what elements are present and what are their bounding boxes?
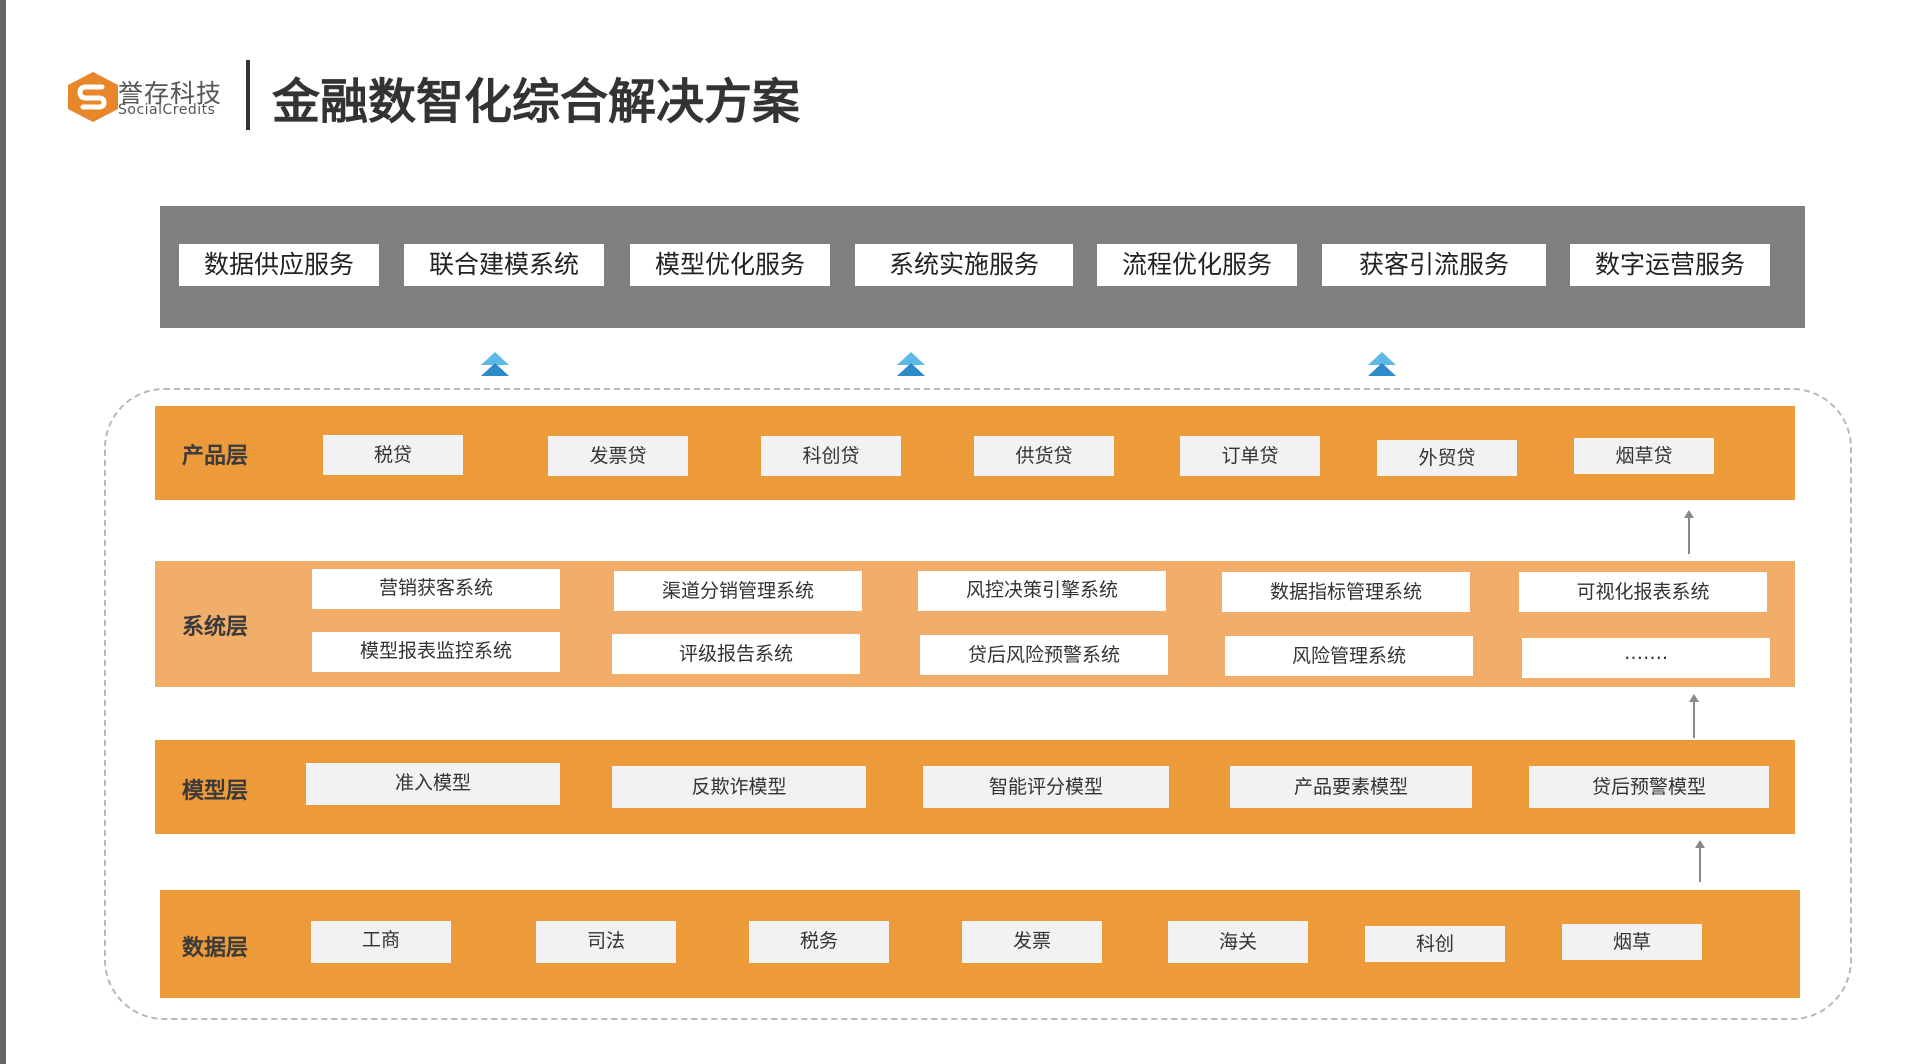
layers-frame xyxy=(104,388,1852,1020)
product-box: 税贷 xyxy=(323,435,463,475)
system-box: 可视化报表系统 xyxy=(1519,572,1767,612)
services-bar: 数据供应服务 联合建模系统 模型优化服务 系统实施服务 流程优化服务 获客引流服… xyxy=(160,206,1805,328)
system-box: 评级报告系统 xyxy=(612,634,860,674)
data-layer: 数据层 工商 司法 税务 发票 海关 科创 烟草 xyxy=(160,890,1800,998)
up-thin-arrow-head xyxy=(1684,510,1694,518)
page-title: 金融数智化综合解决方案 xyxy=(272,74,801,130)
data-box: 烟草 xyxy=(1562,924,1702,960)
system-box-more: ……. xyxy=(1522,638,1770,678)
product-box: 供货贷 xyxy=(974,436,1114,476)
brand-name-cn: 誉存科技 xyxy=(118,79,223,108)
layer-title: 系统层 xyxy=(182,615,249,640)
system-box: 风险管理系统 xyxy=(1225,636,1473,676)
product-layer: 产品层 税贷 发票贷 科创贷 供货贷 订单贷 外贸贷 烟草贷 xyxy=(155,406,1795,500)
up-thin-arrow-head xyxy=(1689,694,1699,702)
data-box: 税务 xyxy=(749,921,889,963)
model-box: 贷后预警模型 xyxy=(1529,766,1769,808)
left-edge-bar xyxy=(0,0,6,1064)
model-box: 准入模型 xyxy=(306,763,560,805)
system-box: 贷后风险预警系统 xyxy=(920,635,1168,675)
up-triangle-arrow-icon xyxy=(481,352,509,376)
brand-name-en: SocialCredits xyxy=(118,102,216,118)
up-triangle-arrow-icon xyxy=(1368,352,1396,376)
model-box: 反欺诈模型 xyxy=(612,766,866,808)
system-layer: 系统层 营销获客系统 渠道分销管理系统 风控决策引擎系统 数据指标管理系统 可视… xyxy=(155,561,1795,687)
system-box: 模型报表监控系统 xyxy=(312,632,560,672)
data-box: 司法 xyxy=(536,921,676,963)
service-box: 流程优化服务 xyxy=(1097,244,1297,286)
service-box: 系统实施服务 xyxy=(855,244,1073,286)
up-triangle-arrow-icon xyxy=(897,352,925,376)
service-box: 获客引流服务 xyxy=(1322,244,1546,286)
up-thin-arrow-icon xyxy=(1699,846,1701,882)
product-box: 烟草贷 xyxy=(1574,438,1714,474)
service-box: 联合建模系统 xyxy=(404,244,604,286)
data-box: 海关 xyxy=(1168,921,1308,963)
layer-title: 产品层 xyxy=(182,444,249,469)
layer-title: 数据层 xyxy=(182,936,249,961)
product-box: 订单贷 xyxy=(1180,436,1320,476)
data-box: 工商 xyxy=(311,921,451,963)
system-box: 数据指标管理系统 xyxy=(1222,572,1470,612)
service-box: 数字运营服务 xyxy=(1570,244,1770,286)
product-box: 外贸贷 xyxy=(1377,440,1517,476)
product-box: 发票贷 xyxy=(548,436,688,476)
model-layer: 模型层 准入模型 反欺诈模型 智能评分模型 产品要素模型 贷后预警模型 xyxy=(155,740,1795,834)
product-box: 科创贷 xyxy=(761,436,901,476)
service-box: 模型优化服务 xyxy=(630,244,830,286)
service-box: 数据供应服务 xyxy=(179,244,379,286)
up-thin-arrow-icon xyxy=(1688,516,1690,554)
model-box: 产品要素模型 xyxy=(1230,766,1472,808)
logo-icon xyxy=(68,72,118,122)
system-box: 风控决策引擎系统 xyxy=(918,571,1166,611)
system-box: 营销获客系统 xyxy=(312,569,560,609)
layer-title: 模型层 xyxy=(182,779,249,804)
up-thin-arrow-head xyxy=(1695,840,1705,848)
up-thin-arrow-icon xyxy=(1693,700,1695,738)
header-divider xyxy=(246,60,250,130)
model-box: 智能评分模型 xyxy=(923,766,1169,808)
system-box: 渠道分销管理系统 xyxy=(614,571,862,611)
data-box: 科创 xyxy=(1365,926,1505,962)
data-box: 发票 xyxy=(962,921,1102,963)
